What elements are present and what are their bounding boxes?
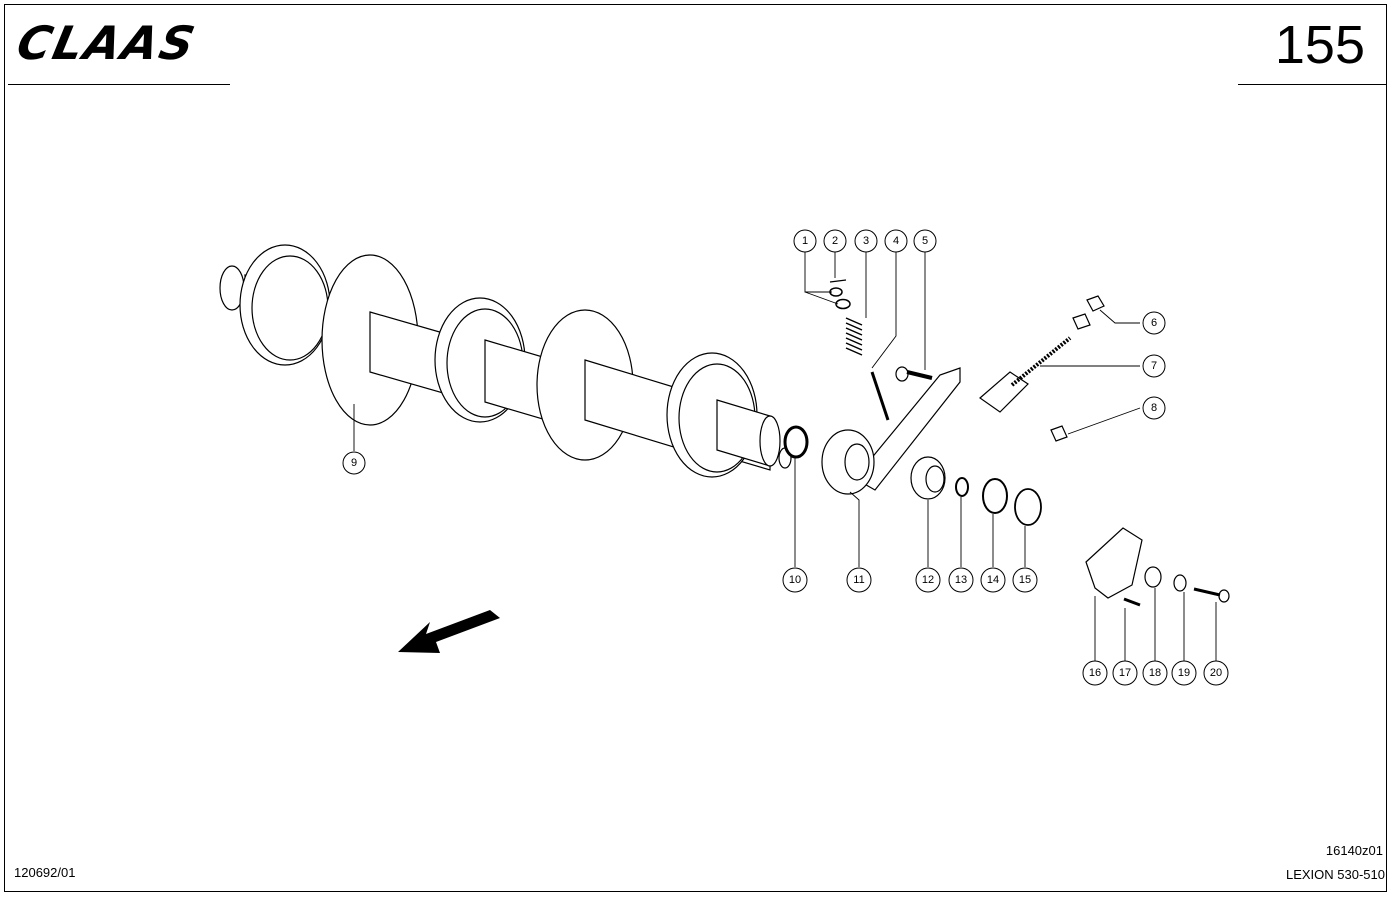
part-18-bushing	[1144, 566, 1162, 588]
part-20-bolt-head	[1218, 589, 1230, 603]
callout-7: 7	[1142, 354, 1166, 378]
callout-8: 8	[1142, 396, 1166, 420]
callout-3: 3	[854, 229, 878, 253]
part-19-washer	[1173, 574, 1187, 592]
svg-text:12: 12	[922, 574, 934, 586]
page-frame	[4, 4, 1387, 892]
callout-17: 17	[1112, 660, 1138, 686]
callout-4: 4	[884, 229, 908, 253]
leader-lines	[353, 252, 1217, 661]
svg-text:8: 8	[1151, 402, 1157, 414]
svg-text:18: 18	[1149, 667, 1161, 679]
part-11-bracket	[821, 367, 961, 495]
svg-text:19: 19	[1178, 667, 1190, 679]
callout-20: 20	[1203, 660, 1229, 686]
callout-13: 13	[948, 567, 974, 593]
callout-12: 12	[915, 567, 941, 593]
callout-16: 16	[1082, 660, 1108, 686]
callout-10: 10	[782, 567, 808, 593]
part-17-pin	[1123, 597, 1141, 607]
part-5-bolt	[895, 366, 933, 382]
page-number: 155	[1274, 15, 1365, 75]
part-1-washer-2	[835, 298, 851, 310]
svg-text:15: 15	[1019, 574, 1031, 586]
callout-6: 6	[1142, 311, 1166, 335]
part-7-threaded-rod	[1010, 336, 1072, 387]
logo-underline	[8, 84, 230, 85]
part-4-pin	[870, 371, 890, 421]
svg-text:2: 2	[832, 235, 838, 247]
page-number-underline	[1238, 84, 1386, 85]
part-13-ring	[955, 477, 969, 497]
svg-text:9: 9	[351, 457, 357, 469]
svg-text:17: 17	[1119, 667, 1131, 679]
part-16-block	[1085, 527, 1143, 599]
part-12-bearing	[910, 456, 946, 500]
part-14-ring	[982, 478, 1008, 514]
callout-2: 2	[823, 229, 847, 253]
callout-14: 14	[980, 567, 1006, 593]
svg-text:3: 3	[863, 235, 869, 247]
part-3-spring	[845, 317, 863, 356]
svg-text:10: 10	[789, 574, 801, 586]
figure-code: 16140z01	[1325, 843, 1383, 858]
svg-text:13: 13	[955, 574, 967, 586]
part-20-bolt-shank	[1193, 587, 1221, 597]
svg-text:6: 6	[1151, 317, 1157, 329]
callout-11: 11	[846, 567, 872, 593]
machine-model: LEXION 530-510	[1285, 867, 1385, 882]
svg-text:7: 7	[1151, 360, 1157, 372]
direction-arrow-icon	[398, 610, 500, 653]
callout-1: 1	[793, 229, 817, 253]
svg-text:14: 14	[987, 574, 999, 586]
callout-9: 9	[342, 451, 366, 475]
svg-text:5: 5	[922, 235, 928, 247]
document-number: 120692/01	[14, 865, 76, 880]
part-10-ring	[783, 425, 809, 459]
callout-15: 15	[1012, 567, 1038, 593]
svg-text:20: 20	[1210, 667, 1222, 679]
callout-5: 5	[913, 229, 937, 253]
callout-bubbles: 1 2 3 4 5 6 7 8 9 10 11 12 13 14 15 16 1…	[342, 229, 1229, 686]
svg-text:4: 4	[893, 235, 899, 247]
part-6-nut	[1086, 295, 1105, 312]
svg-text:1: 1	[802, 235, 808, 247]
part-8-nut	[1050, 425, 1068, 442]
svg-text:16: 16	[1089, 667, 1101, 679]
svg-text:11: 11	[853, 574, 864, 586]
part-2-pin	[829, 279, 847, 283]
callout-19: 19	[1171, 660, 1197, 686]
part-6-nut-2	[1072, 313, 1091, 330]
callout-18: 18	[1142, 660, 1168, 686]
part-15-circlip	[1014, 488, 1042, 526]
